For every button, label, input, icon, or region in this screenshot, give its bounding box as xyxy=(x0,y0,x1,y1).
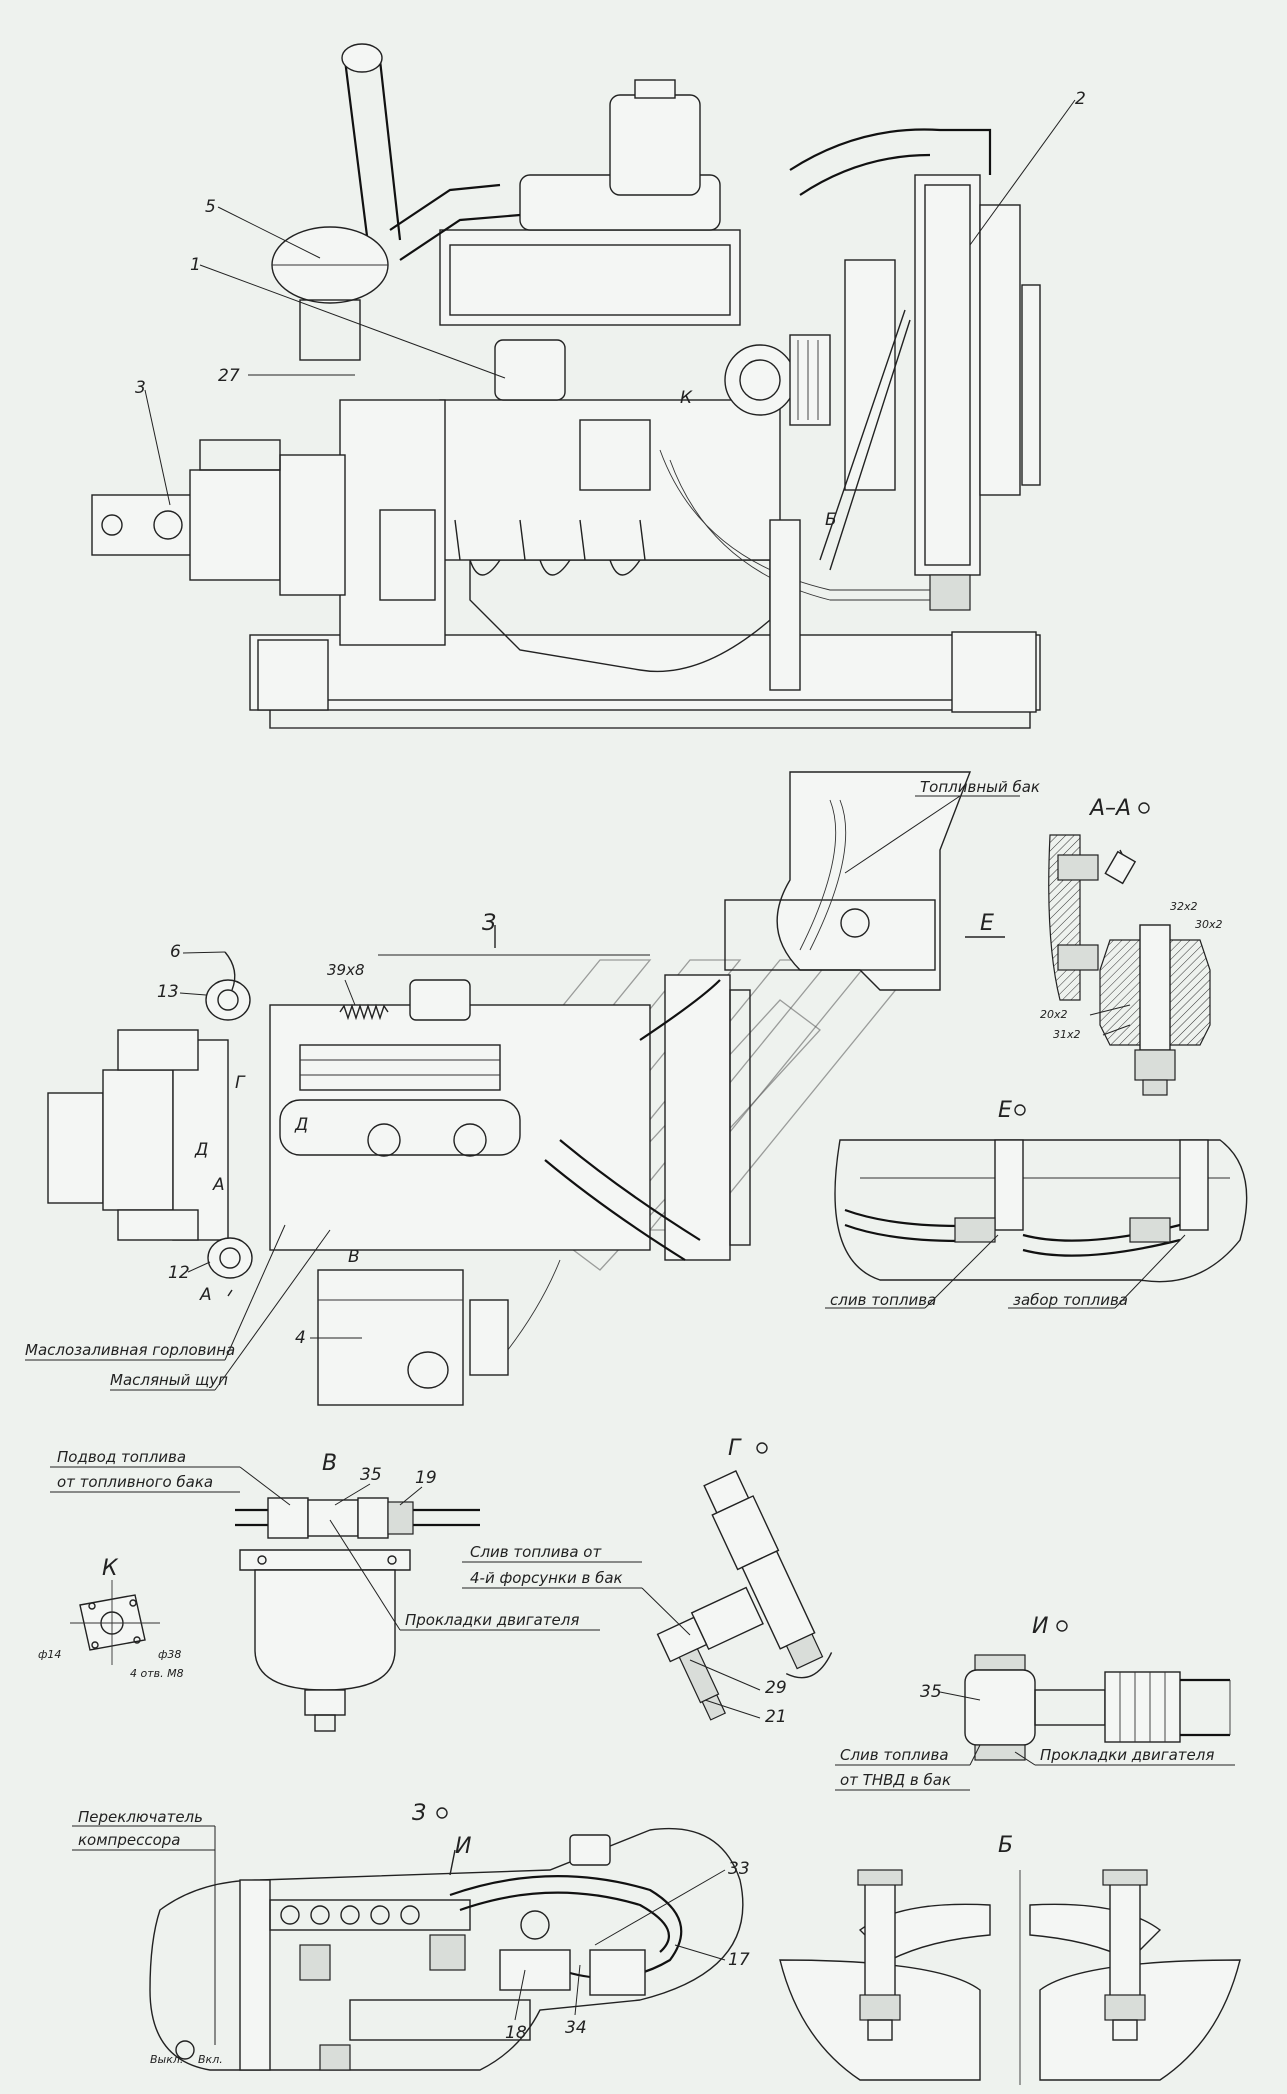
callout-35-i: 35 xyxy=(920,1682,942,1702)
callout-21: 21 xyxy=(765,1707,787,1727)
callout-35-v: 35 xyxy=(360,1465,382,1485)
view-e-labels: слив топлива забор топлива xyxy=(825,1234,1186,1309)
arrow-a-label-2: А xyxy=(199,1285,212,1305)
label-k-top: К xyxy=(680,388,693,408)
view-aa: А–А xyxy=(1048,796,1211,1096)
callout-13: 13 xyxy=(157,982,179,1002)
arrow-i-label: И xyxy=(455,1834,471,1859)
label-b-top: Б xyxy=(825,510,837,530)
callout-12: 12 xyxy=(168,1263,190,1283)
callout-33: 33 xyxy=(728,1859,750,1879)
callout-6: 6 xyxy=(170,942,181,962)
dim-30x2: 30x2 xyxy=(1195,918,1223,931)
fuel-intake-label: забор топлива xyxy=(1013,1291,1128,1309)
callout-19: 19 xyxy=(415,1468,437,1488)
callout-27: 27 xyxy=(218,366,240,386)
tnvd-drain-label-line1: Слив топлива xyxy=(840,1746,949,1764)
arrow-d-label-1: Д xyxy=(194,1140,208,1160)
view-i-title: И xyxy=(1032,1614,1048,1639)
dim-4-holes-m8: 4 отв. М8 xyxy=(130,1667,184,1680)
tank-label: Топливный бак xyxy=(920,778,1040,796)
gaskets-label-i: Прокладки двигателя xyxy=(1040,1746,1214,1764)
callout-2: 2 xyxy=(1075,89,1086,109)
switch-off-label: Выкл. xyxy=(150,2053,183,2066)
view-aa-title: А–А xyxy=(1088,796,1131,821)
arrow-g-label: Г xyxy=(235,1073,246,1093)
callout-39x8: 39x8 xyxy=(327,961,365,979)
gaskets-label-v: Прокладки двигателя xyxy=(405,1611,579,1629)
arrow-d-label-2: Д xyxy=(294,1115,308,1135)
callout-34: 34 xyxy=(565,2018,587,2038)
view-e: Е xyxy=(834,1098,1248,1283)
injector-drain-label-line2: 4-й форсунки в бак xyxy=(470,1569,623,1587)
view-v-labels: Подвод топлива от топливного бака 35 19 … xyxy=(50,1448,600,1631)
view-g-labels: Слив топлива от 4-й форсунки в бак 29 21 xyxy=(462,1543,787,1727)
dim-31x2: 31x2 xyxy=(1053,1028,1081,1041)
view-k-dims: ф14 ф38 4 отв. М8 xyxy=(38,1648,184,1680)
arrow-v-label: В xyxy=(348,1247,360,1267)
section-3-label: З xyxy=(482,911,496,936)
callout-3: 3 xyxy=(135,378,146,398)
arrow-a-label-1: А xyxy=(212,1175,225,1195)
side-view-callouts: 2 5 1 3 27 К Б xyxy=(135,89,1086,530)
fuel-drain-label: слив топлива xyxy=(830,1291,936,1309)
dim-32x2: 32x2 xyxy=(1170,900,1198,913)
callout-29: 29 xyxy=(765,1678,787,1698)
view-g-title: Г xyxy=(728,1436,742,1461)
dim-d14: ф14 xyxy=(38,1648,61,1661)
view-v: В xyxy=(235,1451,480,1732)
view-g: Г xyxy=(656,1436,833,1721)
view-aa-dims: 32x2 30x2 20x2 31x2 xyxy=(1040,900,1223,1041)
view-i: И xyxy=(964,1614,1231,1761)
compressor-switch-label-line1: Переключатель xyxy=(78,1808,203,1826)
compressor-switch-label-line2: компрессора xyxy=(78,1831,181,1849)
callout-5: 5 xyxy=(205,197,216,217)
view-z-labels: И Переключатель компрессора Выкл. Вкл. 3… xyxy=(72,1808,750,2066)
dim-20x2: 20x2 xyxy=(1040,1008,1068,1021)
tnvd-drain-label-line2: от ТНВД в бак xyxy=(840,1771,951,1789)
plan-view-callouts: 6 13 39x8 12 4 З Топливный бак Е Г Д Д А… xyxy=(25,778,1040,1391)
arrow-e-label: Е xyxy=(980,911,994,936)
view-k-title: К xyxy=(102,1556,119,1581)
view-e-title: Е xyxy=(998,1098,1012,1123)
view-k: К xyxy=(70,1556,160,1665)
oil-filler-label: Маслозаливная горловина xyxy=(25,1341,235,1359)
callout-18: 18 xyxy=(505,2023,527,2043)
view-b: Б xyxy=(779,1833,1241,2085)
callout-1: 1 xyxy=(190,255,201,275)
view-z-title: З xyxy=(412,1801,426,1826)
dim-d38: ф38 xyxy=(158,1648,181,1661)
callout-17: 17 xyxy=(728,1950,750,1970)
view-i-labels: 35 Слив топлива от ТНВД в бак Прокладки … xyxy=(835,1682,1235,1791)
callout-4: 4 xyxy=(295,1328,306,1348)
engine-side-view xyxy=(91,43,1041,729)
view-v-title: В xyxy=(322,1451,337,1476)
fuel-supply-label-line2: от топливного бака xyxy=(57,1473,213,1491)
view-z: З xyxy=(149,1801,744,2071)
view-b-title: Б xyxy=(998,1833,1013,1858)
injector-drain-label-line1: Слив топлива от xyxy=(470,1543,602,1561)
switch-on-label: Вкл. xyxy=(198,2053,223,2066)
fuel-supply-label-line1: Подвод топлива xyxy=(57,1448,186,1466)
engine-plan-view xyxy=(47,771,972,1406)
dipstick-label: Масляный щуп xyxy=(110,1371,228,1389)
